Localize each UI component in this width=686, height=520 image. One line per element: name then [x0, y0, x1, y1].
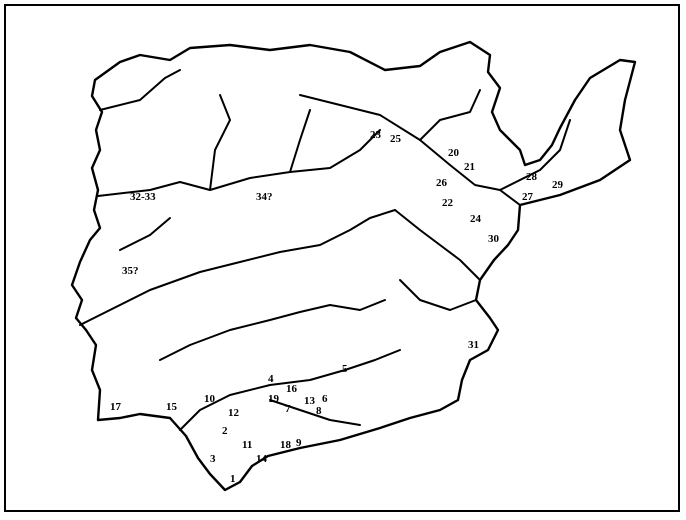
- river-jucar: [394, 209, 481, 281]
- site-label-17: 17: [110, 401, 122, 413]
- river-segura: [399, 279, 477, 311]
- site-label-10: 10: [204, 393, 216, 405]
- site-label-19: 19: [268, 393, 280, 405]
- site-label-26: 26: [436, 177, 448, 189]
- site-label-8: 8: [316, 405, 322, 417]
- site-label-24: 24: [470, 213, 482, 225]
- site-label-34q: 34?: [256, 191, 273, 203]
- river-guadiana: [159, 299, 386, 361]
- river-guadalquivir: [179, 349, 401, 431]
- site-label-28: 28: [526, 171, 538, 183]
- site-label-6: 6: [322, 393, 328, 405]
- site-label-23: 23: [370, 129, 382, 141]
- river-tagus-tributary: [119, 217, 171, 251]
- site-label-2: 2: [222, 425, 228, 437]
- site-label-9: 9: [296, 437, 302, 449]
- site-label-15: 15: [166, 401, 178, 413]
- river-douro-tributary-1: [209, 94, 231, 191]
- site-label-11: 11: [242, 439, 252, 451]
- site-label-32-33: 32-33: [130, 191, 156, 203]
- site-label-12: 12: [228, 407, 240, 419]
- map-frame: [4, 4, 680, 512]
- river-ebro: [299, 94, 521, 206]
- site-label-3: 3: [210, 453, 216, 465]
- site-label-35q: 35?: [122, 265, 139, 277]
- site-label-27: 27: [522, 191, 534, 203]
- site-label-21: 21: [464, 161, 475, 173]
- site-label-1: 1: [230, 473, 236, 485]
- river-douro-tributary-2: [289, 109, 311, 173]
- river-segre: [499, 119, 571, 191]
- site-label-30: 30: [488, 233, 500, 245]
- site-label-16: 16: [286, 383, 298, 395]
- site-label-22: 22: [442, 197, 454, 209]
- river-douro: [97, 129, 381, 197]
- site-label-18: 18: [280, 439, 292, 451]
- site-label-7: 7: [285, 403, 291, 415]
- river-minho: [99, 69, 181, 111]
- peninsula-coastline: [70, 40, 637, 492]
- site-label-31: 31: [468, 339, 479, 351]
- river-guadalhorce: [269, 399, 361, 426]
- river-tagus: [79, 209, 396, 326]
- river-ebro-tributary: [419, 89, 481, 141]
- site-label-4: 4: [268, 373, 274, 385]
- site-label-14: 14: [256, 453, 268, 465]
- site-label-29: 29: [552, 179, 564, 191]
- site-label-20: 20: [448, 147, 460, 159]
- site-label-25: 25: [390, 133, 402, 145]
- site-label-5: 5: [342, 363, 348, 375]
- site-label-13: 13: [304, 395, 316, 407]
